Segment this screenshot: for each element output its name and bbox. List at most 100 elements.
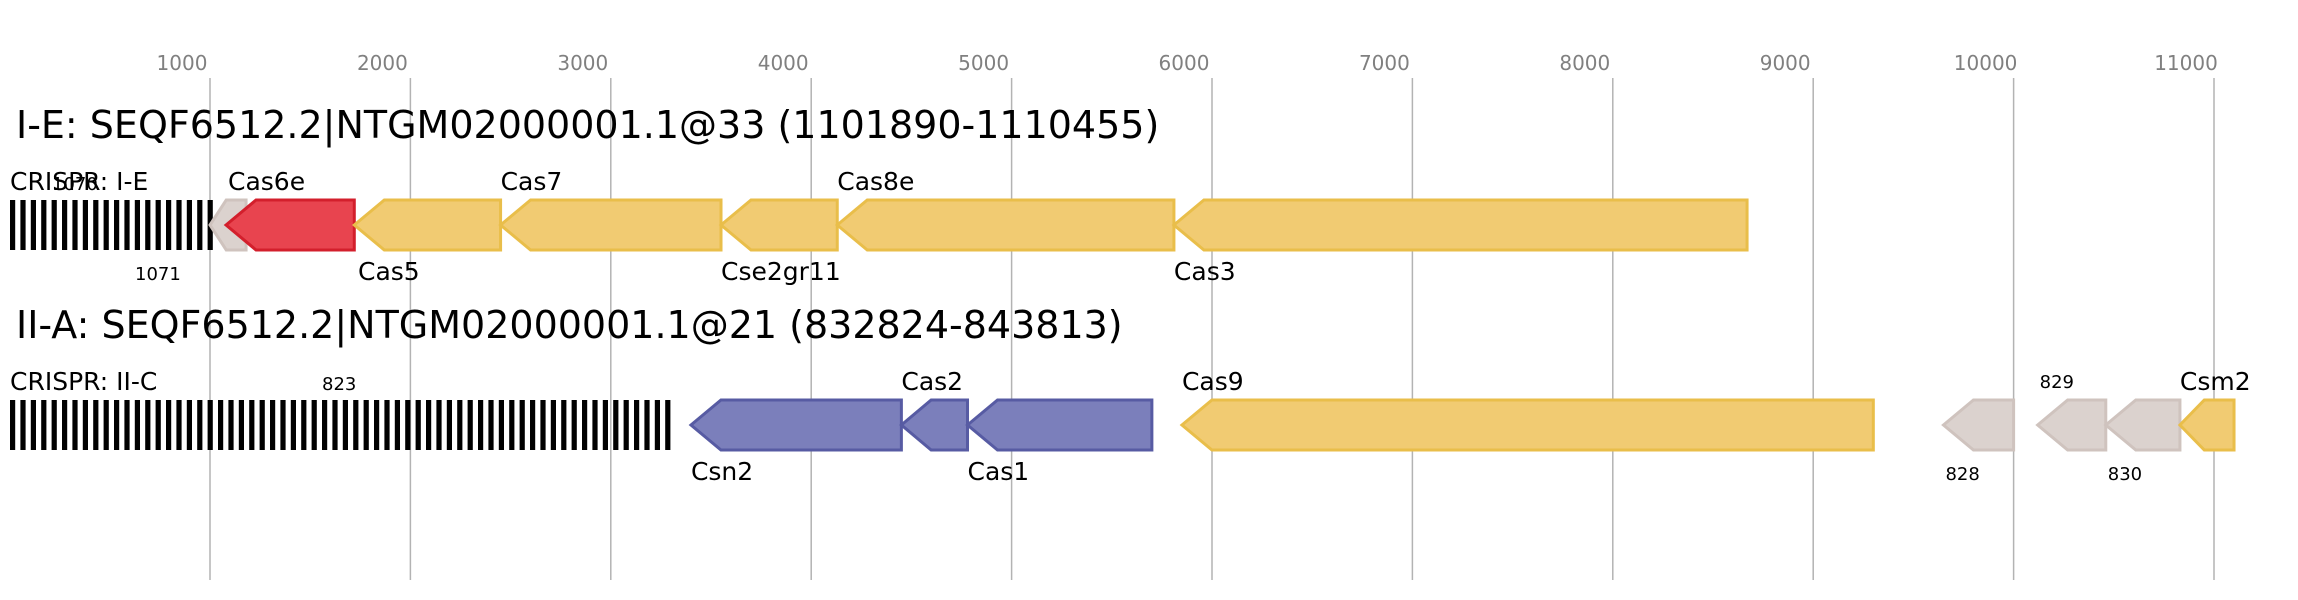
crispr-spacer (446, 400, 452, 450)
gene-label: Cas6e (228, 167, 305, 196)
crispr-spacer (82, 400, 88, 450)
crispr-spacer (301, 400, 307, 450)
crispr-spacer (166, 400, 172, 450)
crispr-spacer (197, 200, 203, 250)
crispr-spacer (103, 200, 109, 250)
crispr-spacer (103, 400, 109, 450)
gene-arrow-cas7 (498, 198, 723, 252)
gene-arrow-cas1 (965, 398, 1154, 452)
tick-label: 11000 (2154, 51, 2218, 75)
crispr-spacer (478, 400, 484, 450)
crispr-spacer (384, 400, 390, 450)
gene-label: Csn2 (691, 457, 753, 486)
crispr-spacer (571, 400, 577, 450)
tick-label: 3000 (557, 51, 608, 75)
crispr-spacer (145, 200, 151, 250)
crispr-array (10, 400, 671, 450)
crispr-spacer (51, 200, 57, 250)
crispr-spacer (415, 400, 421, 450)
crispr-spacer (62, 200, 68, 250)
crispr-spacer (394, 400, 400, 450)
crispr-number: 823 (322, 374, 356, 395)
crispr-spacer (20, 200, 26, 250)
crispr-spacer (186, 400, 192, 450)
crispr-spacer (51, 400, 57, 450)
gene-arrow-cas6e (223, 198, 356, 252)
gene-arrow-cse2gr11 (718, 198, 839, 252)
gene-arrow-cas8e (834, 198, 1176, 252)
crispr-spacer (519, 400, 525, 450)
gene-label: Cse2gr11 (721, 257, 841, 286)
tick-label: 4000 (758, 51, 809, 75)
crispr-spacer (93, 400, 99, 450)
crispr-spacer (405, 400, 411, 450)
crispr-spacer (114, 200, 120, 250)
crispr-spacer (134, 400, 140, 450)
gene-label: 828 (1945, 464, 1979, 485)
tick-label: 6000 (1159, 51, 1210, 75)
crispr-spacer (353, 400, 359, 450)
crispr-spacer (436, 400, 442, 450)
gene-arrow-cas2 (899, 398, 970, 452)
crispr-spacer (270, 400, 276, 450)
crispr-spacer (41, 200, 47, 250)
crispr-spacer (145, 400, 151, 450)
gene-arrow-cas3 (1171, 198, 1749, 252)
crispr-spacer (290, 400, 296, 450)
gene-label: 830 (2108, 464, 2142, 485)
crispr-spacer (72, 400, 78, 450)
crispr-spacer (93, 200, 99, 250)
locus-title: I-E: SEQF6512.2|NTGM02000001.1@33 (11018… (16, 103, 1159, 148)
crispr-spacer (311, 400, 317, 450)
crispr-spacer (186, 200, 192, 250)
crispr-spacer (62, 400, 68, 450)
gene-label: Cas1 (968, 457, 1030, 486)
crispr-spacer (218, 400, 224, 450)
crispr-spacer (41, 400, 47, 450)
gene-label: Cas2 (901, 367, 963, 396)
crispr-spacer (176, 400, 182, 450)
crispr-spacer (166, 200, 172, 250)
crispr-spacer (363, 400, 369, 450)
crispr-array (10, 200, 213, 250)
crispr-spacer (322, 400, 328, 450)
crispr-spacer (124, 200, 130, 250)
gene-arrow-cas5 (351, 198, 503, 252)
crispr-spacer (10, 400, 16, 450)
gene-label: Cas5 (358, 257, 420, 286)
crispr-spacer (623, 400, 629, 450)
gene-arrow-csm2 (2177, 398, 2236, 452)
crispr-spacer (134, 200, 140, 250)
crispr-spacer (332, 400, 338, 450)
crispr-spacer (665, 400, 671, 450)
crispr-spacer (10, 200, 16, 250)
crispr-spacer (550, 400, 556, 450)
crispr-spacer (155, 400, 161, 450)
tick-label: 9000 (1760, 51, 1811, 75)
crispr-spacer (259, 400, 265, 450)
crispr-spacer (207, 400, 213, 450)
gene-arrow-csn2 (688, 398, 903, 452)
gene-arrow-828 (1941, 398, 2016, 452)
tick-label: 2000 (357, 51, 408, 75)
gene-label: 829 (2040, 372, 2074, 393)
crispr-spacer (228, 400, 234, 450)
gene-label: Cas9 (1182, 367, 1244, 396)
crispr-label: CRISPR: I-E (10, 167, 148, 196)
crispr-label: CRISPR: II-C (10, 367, 157, 396)
tick-label: 7000 (1359, 51, 1410, 75)
crispr-spacer (582, 400, 588, 450)
crispr-spacer (467, 400, 473, 450)
gene-arrow-830 (2103, 398, 2182, 452)
crispr-spacer (498, 400, 504, 450)
locus-title: II-A: SEQF6512.2|NTGM02000001.1@21 (8328… (16, 303, 1123, 348)
crispr-spacer (374, 400, 380, 450)
crispr-spacer (30, 200, 36, 250)
crispr-spacer (124, 400, 130, 450)
locus-i-e: I-E: SEQF6512.2|NTGM02000001.1@33 (11018… (10, 103, 1749, 286)
crispr-spacer (561, 400, 567, 450)
crispr-spacer (457, 400, 463, 450)
crispr-spacer (488, 400, 494, 450)
